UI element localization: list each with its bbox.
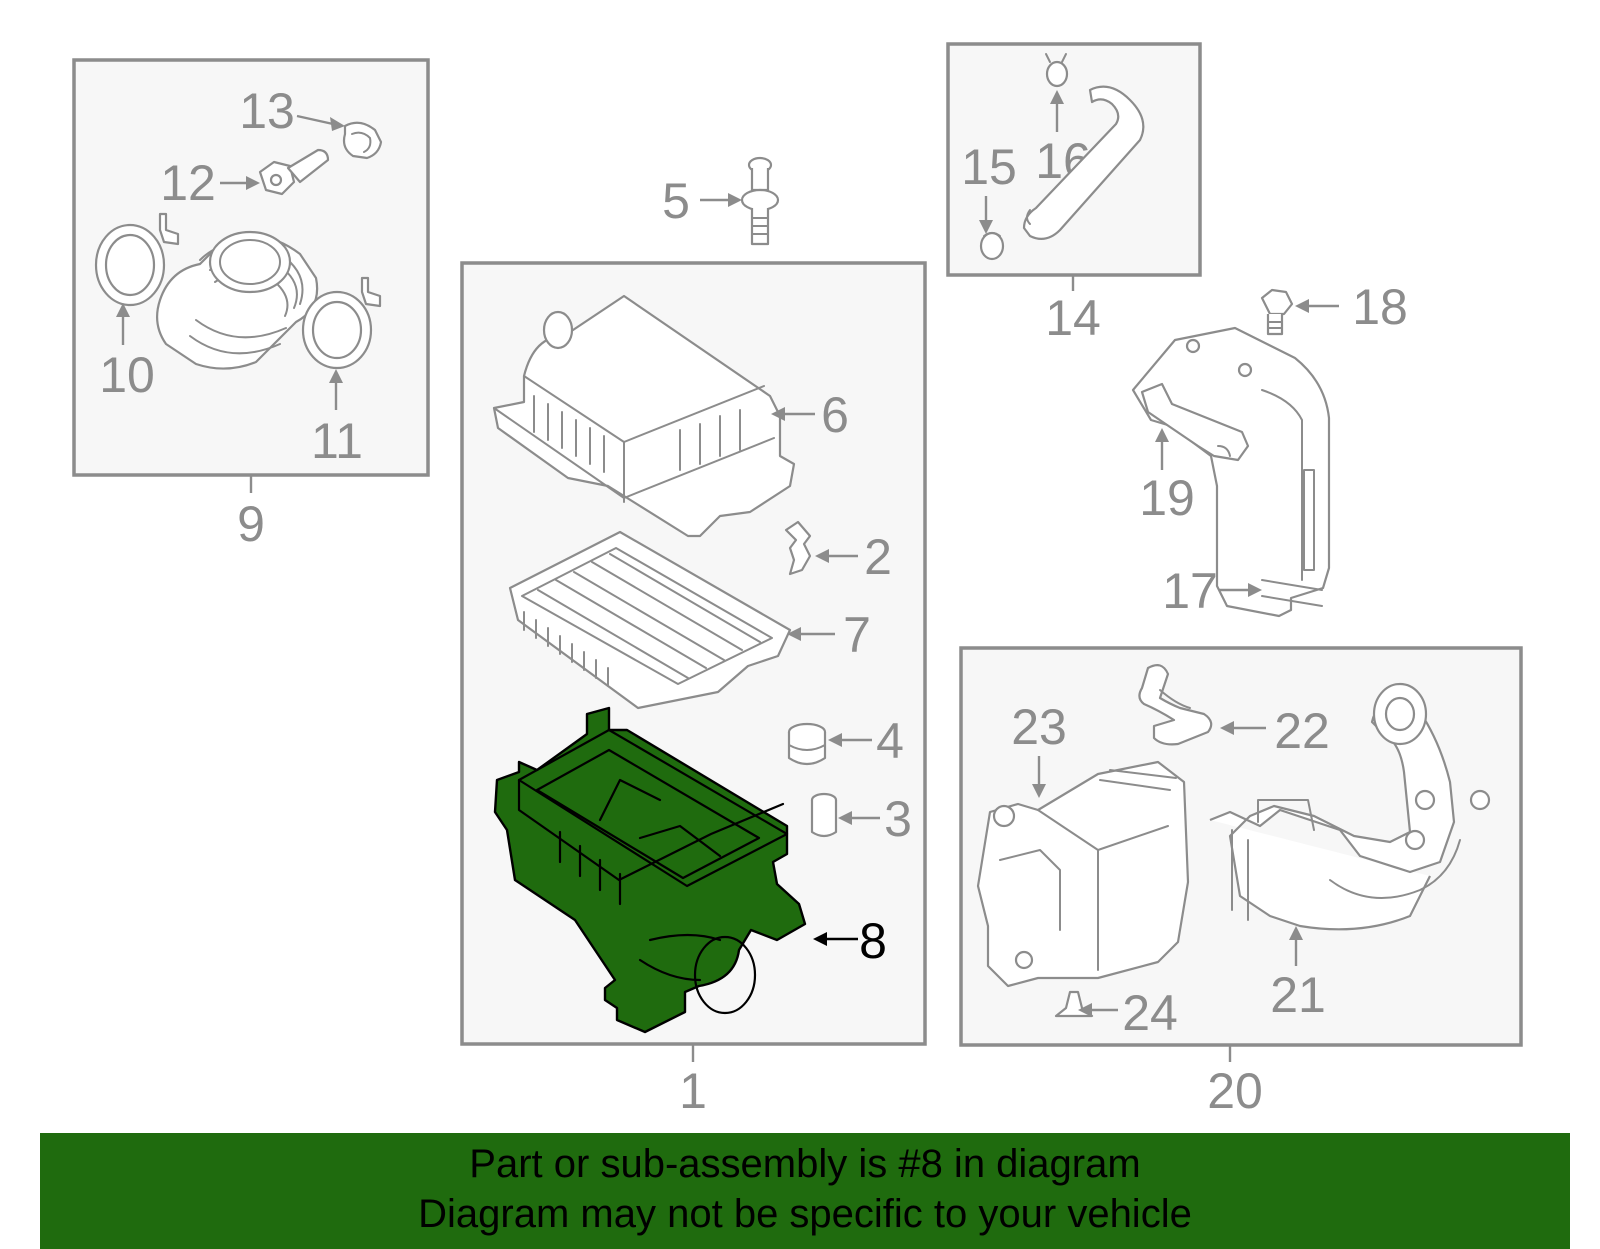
callout-23[interactable]: 23 xyxy=(1011,699,1067,755)
callout-21[interactable]: 21 xyxy=(1270,967,1326,1023)
callout-7[interactable]: 7 xyxy=(843,607,871,663)
part-14-hose[interactable] xyxy=(1022,85,1145,241)
part-5-push-pin[interactable] xyxy=(740,156,780,246)
part-2-clip[interactable] xyxy=(784,520,812,576)
callout-6[interactable]: 6 xyxy=(821,387,849,443)
group-box-14: 14 16 15 xyxy=(946,42,1202,346)
banner-line-2: Diagram may not be specific to your vehi… xyxy=(418,1192,1192,1236)
callout-9[interactable]: 9 xyxy=(237,496,265,552)
callout-2[interactable]: 2 xyxy=(864,529,892,585)
banner-line-1: Part or sub-assembly is #8 in diagram xyxy=(469,1142,1141,1186)
callout-14[interactable]: 14 xyxy=(1045,290,1101,346)
callout-19[interactable]: 19 xyxy=(1139,470,1195,526)
part-15-clamp[interactable] xyxy=(979,231,1005,261)
info-banner: Part or sub-assembly is #8 in diagram Di… xyxy=(40,1133,1570,1249)
part-6-cover[interactable] xyxy=(492,294,796,538)
part-12-bolt[interactable] xyxy=(258,148,330,196)
callout-17[interactable]: 17 xyxy=(1162,563,1218,619)
callout-12[interactable]: 12 xyxy=(160,155,216,211)
part-19-bracket[interactable] xyxy=(1140,382,1250,462)
callout-24[interactable]: 24 xyxy=(1122,985,1178,1041)
part-4-grommet[interactable] xyxy=(787,722,827,766)
group-box-20: 20 22 23 24 xyxy=(959,646,1523,1119)
callout-18[interactable]: 18 xyxy=(1352,279,1408,335)
callout-5[interactable]: 5 xyxy=(662,173,690,229)
part-23-resonator[interactable] xyxy=(976,760,1190,988)
callout-15[interactable]: 15 xyxy=(961,139,1017,195)
callout-8[interactable]: 8 xyxy=(859,913,887,969)
part-9-intake-hose[interactable] xyxy=(155,230,319,370)
part-10-clamp[interactable] xyxy=(94,212,180,307)
part-11-clamp[interactable] xyxy=(301,276,382,370)
callout-11[interactable]: 11 xyxy=(311,413,363,469)
callout-13[interactable]: 13 xyxy=(239,83,295,139)
group-box-1: 1 6 2 7 xyxy=(460,261,927,1119)
part-18-bolt[interactable] xyxy=(1260,288,1294,336)
callout-3[interactable]: 3 xyxy=(884,791,912,847)
part-7-filter[interactable] xyxy=(508,530,792,710)
callout-4[interactable]: 4 xyxy=(876,713,904,769)
callout-10[interactable]: 10 xyxy=(99,347,155,403)
callout-22[interactable]: 22 xyxy=(1274,703,1330,759)
group-box-9: 9 13 12 10 xyxy=(72,58,430,552)
part-3-collar[interactable] xyxy=(810,792,838,838)
part-8-lower-case-highlighted[interactable] xyxy=(493,706,807,1034)
part-17-duct[interactable] xyxy=(1131,326,1331,618)
callout-1[interactable]: 1 xyxy=(679,1063,707,1119)
part-13-clamp[interactable] xyxy=(342,121,383,160)
callout-20[interactable]: 20 xyxy=(1207,1063,1263,1119)
part-21-inlet-duct[interactable] xyxy=(1209,682,1491,931)
part-22-hose[interactable] xyxy=(1138,663,1213,746)
part-16-clamp[interactable] xyxy=(1045,53,1069,88)
